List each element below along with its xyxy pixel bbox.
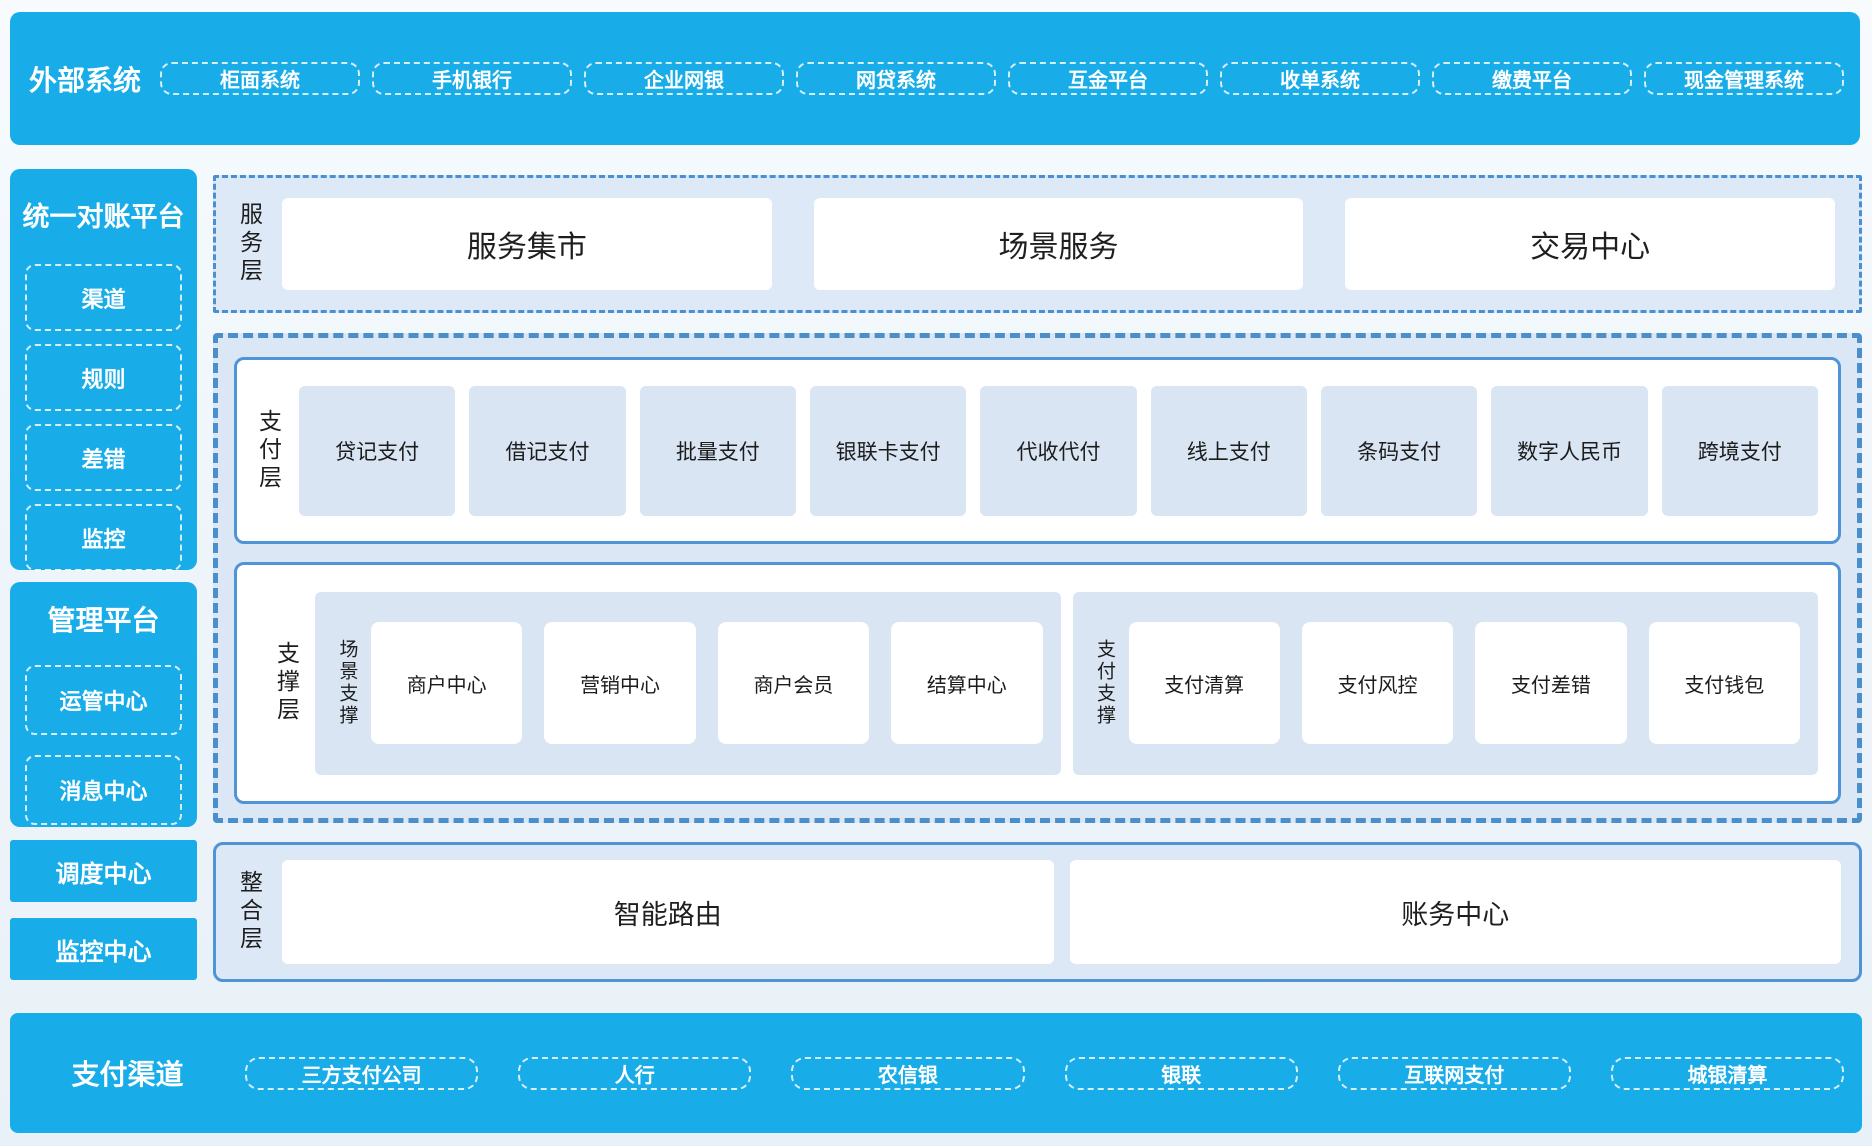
payment-tile-cross-border: 跨境支付 bbox=[1661, 385, 1818, 516]
support-card-merchant-member: 商户会员 bbox=[717, 622, 870, 745]
integration-card-accounting-center: 账务中心 bbox=[1069, 860, 1841, 964]
external-system-online-loan: 网贷系统 bbox=[796, 62, 996, 95]
external-systems-banner: 外部系统 柜面系统 手机银行 企业网银 网贷系统 互金平台 收单系统 缴费平台 … bbox=[10, 12, 1860, 145]
integration-layer-container: 整合层 智能路由 账务中心 bbox=[213, 842, 1862, 982]
payment-channels-banner: 支付渠道 三方支付公司 人行 农信银 银联 互联网支付 城银清算 bbox=[10, 1013, 1862, 1133]
scenario-support-group: 场景支撑 商户中心 营销中心 商户会员 结算中心 bbox=[315, 591, 1061, 775]
recon-item-monitor: 监控 bbox=[25, 504, 182, 571]
payment-layer-label-wrap: 支付层 bbox=[237, 409, 299, 493]
payment-tile-unionpay-card: 银联卡支付 bbox=[809, 385, 967, 516]
support-card-payment-error: 支付差错 bbox=[1475, 622, 1627, 745]
scenario-support-cards: 商户中心 营销中心 商户会员 结算中心 bbox=[371, 622, 1043, 745]
channel-internet-payment: 互联网支付 bbox=[1337, 1056, 1571, 1090]
integration-layer-cards: 智能路由 账务中心 bbox=[282, 860, 1841, 964]
payment-support-label-wrap: 支付支撑 bbox=[1081, 639, 1129, 727]
reconciliation-platform-panel: 统一对账平台 渠道 规则 差错 监控 bbox=[10, 169, 197, 571]
scenario-support-label: 场景支撑 bbox=[336, 639, 358, 728]
external-systems-items: 柜面系统 手机银行 企业网银 网贷系统 互金平台 收单系统 缴费平台 现金管理系… bbox=[160, 33, 1844, 125]
integration-layer-label: 整合层 bbox=[236, 870, 263, 954]
external-system-cash-mgmt: 现金管理系统 bbox=[1644, 62, 1844, 95]
support-card-payment-risk: 支付风控 bbox=[1301, 622, 1454, 745]
management-platform-title: 管理平台 bbox=[47, 605, 160, 636]
service-layer-label: 服务层 bbox=[236, 202, 263, 286]
service-card-service-market: 服务集市 bbox=[282, 198, 772, 290]
support-layer-groups: 场景支撑 商户中心 营销中心 商户会员 结算中心 支付支撑 支付清算 支付风控 … bbox=[315, 591, 1818, 775]
payment-support-group: 支付支撑 支付清算 支付风控 支付差错 支付钱包 bbox=[1072, 591, 1818, 775]
reconciliation-platform-title: 统一对账平台 bbox=[22, 202, 185, 232]
scenario-support-label-wrap: 场景支撑 bbox=[323, 639, 371, 727]
support-card-merchant-center: 商户中心 bbox=[371, 622, 523, 745]
service-layer-cards: 服务集市 场景服务 交易中心 bbox=[282, 198, 1836, 290]
support-layer-label-wrap: 支撑层 bbox=[257, 641, 315, 725]
payment-channels-title: 支付渠道 bbox=[71, 1059, 184, 1090]
core-layers-container: 支付层 贷记支付 借记支付 批量支付 银联卡支付 代收代付 线上支付 条码支付 … bbox=[213, 333, 1862, 823]
service-card-trade-center: 交易中心 bbox=[1345, 198, 1836, 290]
service-card-scenario-service: 场景服务 bbox=[813, 198, 1304, 290]
channel-rural-credit: 农信银 bbox=[791, 1056, 1025, 1090]
external-system-mobile-banking: 手机银行 bbox=[372, 62, 572, 95]
channel-third-party-payment: 三方支付公司 bbox=[245, 1056, 479, 1090]
service-layer-container: 服务层 服务集市 场景服务 交易中心 bbox=[213, 175, 1862, 313]
support-card-payment-clearing: 支付清算 bbox=[1128, 622, 1280, 745]
support-layer-label: 支撑层 bbox=[273, 641, 300, 726]
payment-tile-credit: 贷记支付 bbox=[299, 385, 456, 516]
support-card-payment-wallet: 支付钱包 bbox=[1648, 622, 1800, 745]
integration-card-smart-routing: 智能路由 bbox=[282, 860, 1054, 964]
support-card-marketing-center: 营销中心 bbox=[544, 622, 696, 745]
support-card-settlement-center: 结算中心 bbox=[891, 622, 1043, 745]
external-system-counter: 柜面系统 bbox=[160, 62, 360, 95]
recon-item-rules: 规则 bbox=[25, 344, 182, 411]
payment-tile-collection: 代收代付 bbox=[980, 385, 1137, 516]
payment-layer-container: 支付层 贷记支付 借记支付 批量支付 银联卡支付 代收代付 线上支付 条码支付 … bbox=[234, 357, 1841, 545]
external-system-acquiring: 收单系统 bbox=[1220, 62, 1420, 95]
payment-layer-label: 支付层 bbox=[255, 408, 282, 493]
payment-tile-debit: 借记支付 bbox=[469, 385, 626, 516]
external-systems-title: 外部系统 bbox=[28, 64, 141, 96]
mgmt-item-message-center: 消息中心 bbox=[25, 755, 182, 825]
management-platform-panel: 管理平台 运管中心 消息中心 bbox=[10, 582, 197, 827]
payment-tile-digital-rmb: 数字人民币 bbox=[1491, 385, 1648, 516]
monitor-center-block: 监控中心 bbox=[10, 918, 197, 980]
payment-channels-items: 三方支付公司 人行 农信银 银联 互联网支付 城银清算 bbox=[245, 1030, 1845, 1116]
payment-tile-online: 线上支付 bbox=[1150, 385, 1307, 516]
integration-layer-label-wrap: 整合层 bbox=[216, 870, 282, 954]
service-layer-label-wrap: 服务层 bbox=[216, 202, 282, 286]
recon-item-error: 差错 bbox=[25, 424, 182, 491]
payment-tile-batch: 批量支付 bbox=[639, 385, 796, 516]
channel-unionpay: 银联 bbox=[1064, 1056, 1298, 1090]
dispatch-center-block: 调度中心 bbox=[10, 840, 197, 902]
mgmt-item-operation-center: 运管中心 bbox=[25, 665, 182, 735]
payment-layer-tiles: 贷记支付 借记支付 批量支付 银联卡支付 代收代付 线上支付 条码支付 数字人民… bbox=[299, 385, 1818, 516]
payment-support-cards: 支付清算 支付风控 支付差错 支付钱包 bbox=[1128, 622, 1800, 745]
payment-support-label: 支付支撑 bbox=[1094, 639, 1115, 728]
support-layer-container: 支撑层 场景支撑 商户中心 营销中心 商户会员 结算中心 支付支撑 支付 bbox=[234, 562, 1841, 804]
external-system-corporate-ebank: 企业网银 bbox=[584, 62, 784, 95]
channel-city-bank-clearing: 城银清算 bbox=[1610, 1056, 1845, 1090]
external-system-internet-finance: 互金平台 bbox=[1008, 62, 1208, 95]
payment-tile-barcode: 条码支付 bbox=[1320, 385, 1478, 516]
external-system-fee-payment: 缴费平台 bbox=[1432, 62, 1632, 95]
recon-item-channel: 渠道 bbox=[25, 264, 182, 331]
channel-pboc: 人行 bbox=[518, 1056, 752, 1090]
